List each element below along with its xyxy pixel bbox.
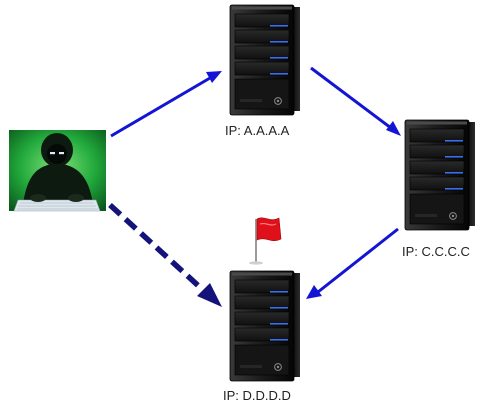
server-c [404,119,476,231]
server-d-ip-label: IP: D.D.D.D [223,388,291,403]
arrow-a-to-c [310,66,401,136]
attacker-hacker-icon [9,130,106,212]
arrow-attacker-to-d-dashed [108,202,222,307]
arrow-attacker-to-a [110,71,222,138]
server-a-ip-label: IP: A.A.A.A [225,123,290,138]
arrow-c-to-d [306,227,399,299]
connection-arrows [108,66,401,307]
server-d [229,270,301,382]
server-a [229,4,301,116]
server-c-ip-label: IP: C.C.C.C [402,244,470,259]
red-flag-icon [249,217,282,265]
